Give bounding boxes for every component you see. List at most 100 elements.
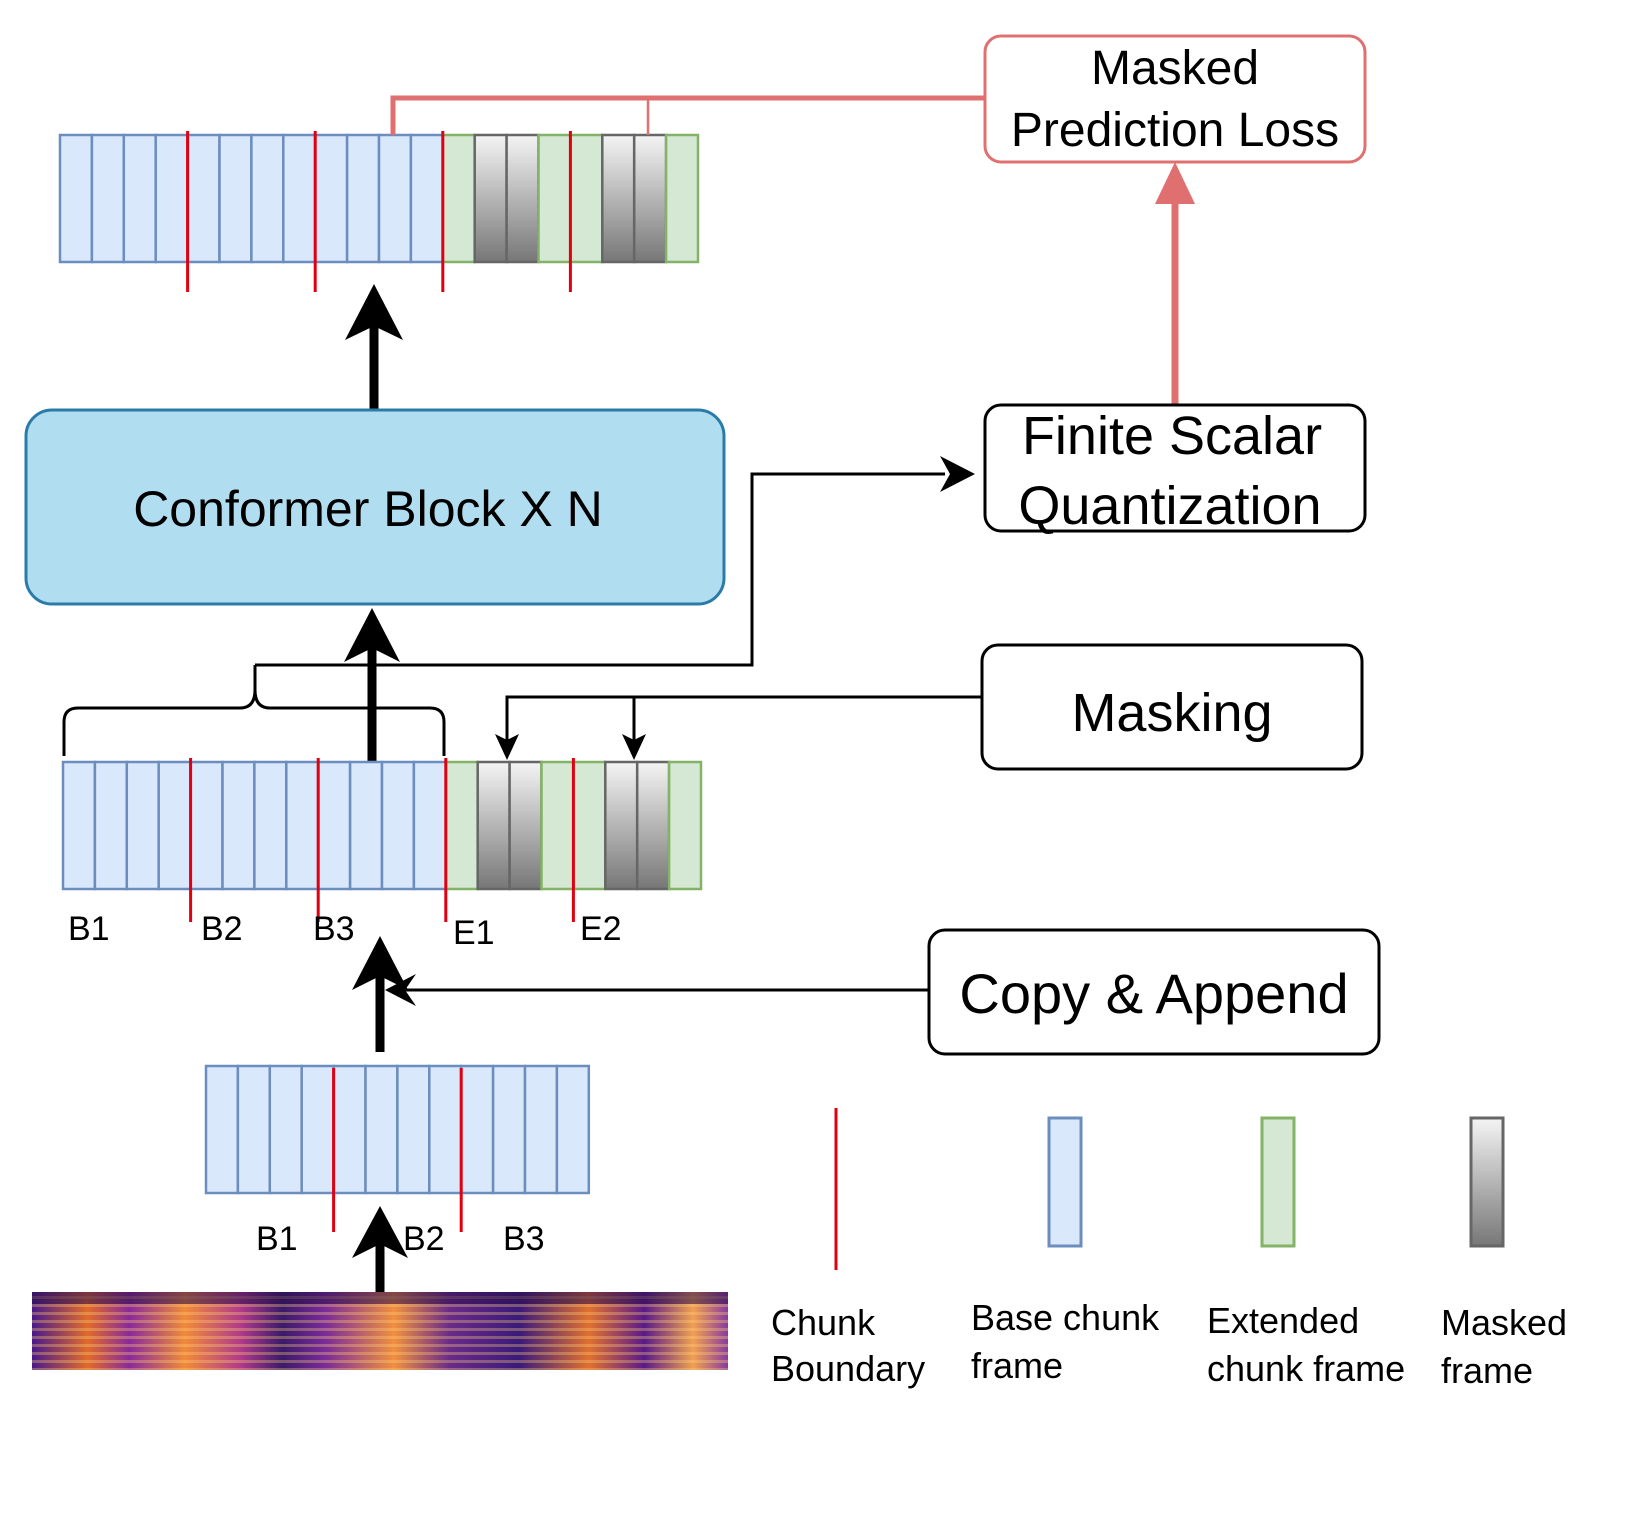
middle-to-conformer-arrow [344,608,400,762]
base-frame [253,760,288,891]
spectrogram-image [32,1292,728,1370]
fsq-line2: Quantization [1018,476,1321,536]
middle-row-labels: B1 B2 B3 E1 E2 [68,910,622,952]
base-frame [364,1064,399,1195]
base-frame [61,760,97,891]
base-frame [189,760,224,891]
base-frame [186,133,221,264]
base-frame [345,133,381,264]
conformer-block: Conformer Block X N [24,408,726,606]
masked-prediction-loss-line1: Masked [1091,42,1259,95]
mid-label-b2: B2 [201,910,243,948]
extended-frame [444,760,479,891]
legend-base-frame-line2: frame [971,1345,1063,1386]
legend-chunk-boundary-line1: Chunk [771,1302,876,1343]
mid-label-b3: B3 [313,910,355,948]
base-frame [154,133,189,264]
masked-frame [508,760,543,891]
legend-extended-frame-line2: chunk frame [1207,1348,1405,1389]
base-frame [218,133,253,264]
copy-append-label: Copy & Append [959,962,1348,1025]
base-frames-brace [62,665,446,756]
bot-label-b1: B1 [256,1220,298,1258]
base-frame [250,133,285,264]
mid-label-e1: E1 [453,914,495,952]
bot-label-b2: B2 [403,1220,445,1258]
legend: Chunk Boundary Base chunk frame Extended… [771,1108,1567,1391]
masked-frame [473,133,508,264]
fsq-line1: Finite Scalar [1022,406,1322,466]
base-frame [348,760,384,891]
masked-prediction-loss-box: Masked Prediction Loss [983,34,1367,164]
base-frame [316,760,352,891]
masked-frame [604,760,639,891]
base-frame [377,133,413,264]
legend-extended-frame-line1: Extended [1207,1300,1359,1341]
copy-append-box: Copy & Append [927,928,1381,1056]
masking-arrowhead-1 [495,734,519,760]
legend-chunk-boundary-line2: Boundary [771,1348,925,1389]
loss-connector [390,95,985,135]
mid-label-e2: E2 [580,910,622,948]
base-frame [93,760,129,891]
legend-base-frame-line1: Base chunk [971,1297,1160,1338]
base-frame [236,1064,272,1195]
masking-box: Masking [980,643,1364,771]
input-frame-row [204,1064,591,1232]
base-frame [459,1064,495,1195]
bot-label-b3: B3 [503,1220,545,1258]
masking-label: Masking [1071,683,1272,743]
bottom-to-middle-arrow [352,936,408,1052]
extended-frame [537,133,572,264]
masked-frame [601,133,636,264]
base-frame [313,133,349,264]
masking-connector [505,695,982,740]
base-frame [396,1064,431,1195]
base-frame [122,133,157,264]
masked-prediction-loss-line2: Prediction Loss [1011,104,1339,157]
base-frame [221,760,256,891]
copy-append-connector [385,974,929,1006]
extended-frame [441,133,476,264]
base-frame [204,1064,240,1195]
base-frame [380,760,416,891]
base-frame [332,1064,367,1195]
base-frame [282,133,317,264]
masking-arrowhead-2 [622,734,646,760]
conformer-to-output-arrow [345,284,403,410]
legend-masked-frame-line1: Masked [1441,1302,1567,1343]
base-frame [555,1064,591,1195]
base-frame [409,133,445,264]
conformer-block-label: Conformer Block X N [133,481,603,537]
extended-frame [540,760,575,891]
masked-frame [632,133,668,264]
fsq-box: Finite Scalar Quantization [983,403,1367,536]
base-frame [285,760,320,891]
masked-frame [476,760,511,891]
base-frame [157,760,192,891]
base-frame [523,1064,559,1195]
legend-extended-frame-swatch [1260,1116,1296,1248]
extended-frame [667,760,703,891]
legend-masked-frame-line2: frame [1441,1350,1533,1391]
extended-frame [572,760,607,891]
legend-base-frame-swatch [1047,1116,1083,1248]
base-to-fsq-connector [255,456,975,667]
fsq-to-loss-arrow [1155,162,1195,405]
base-frame [58,133,94,264]
base-frame [428,1064,463,1195]
base-frame [300,1064,335,1195]
base-frame [125,760,160,891]
masked-frame [505,133,540,264]
extended-frame [569,133,604,264]
legend-masked-frame-swatch [1469,1116,1505,1248]
output-frame-row [58,131,700,292]
base-frame [268,1064,303,1195]
spectrogram-to-input-arrow [352,1206,408,1295]
base-frame [491,1064,527,1195]
bottom-row-labels: B1 B2 B3 [256,1220,545,1258]
extended-frame [664,133,700,264]
base-frame [90,133,126,264]
middle-frame-row [61,758,703,922]
